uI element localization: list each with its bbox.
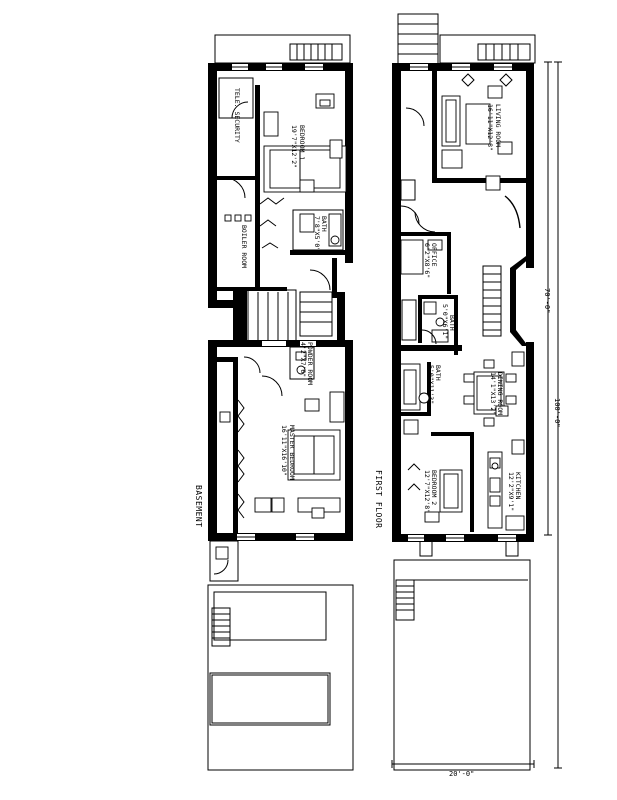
first-floor-title: FIRST FLOOR (374, 470, 383, 528)
label-bath-1: BATH (448, 315, 456, 331)
label-bath-2: BATH (434, 365, 442, 381)
basement-right-wall-lower (345, 347, 353, 540)
basement-rear-garden (207, 584, 354, 771)
stoop (397, 13, 439, 65)
label-kitchen-dims: 12'2"X9'1" (507, 472, 515, 511)
room-labels: TELE. SECURITY BEDROOM 1 19'7"X12'2" BOI… (194, 88, 561, 778)
dim-total-length: 100'-0" (553, 398, 561, 428)
front-areaway (214, 34, 351, 64)
first-left-wall-lower (392, 350, 401, 542)
dim-width: 20'-0" (449, 770, 474, 778)
basement-rear-wall (208, 533, 353, 541)
stair-core-wall (233, 290, 247, 340)
first-floor-plan (392, 13, 536, 771)
main-stair (482, 265, 502, 337)
label-bedroom-2: BEDROOM 2 (430, 470, 438, 505)
first-left-wall-upper (392, 63, 401, 346)
label-master-bedroom: MASTER BEDROOM (288, 425, 296, 480)
label-bedroom-1: BEDROOM 1 (298, 125, 306, 160)
label-basement-bath: BATH (320, 216, 328, 232)
basement-left-wall-upper (208, 63, 217, 303)
dimension-lines (391, 61, 562, 769)
label-dining-room: DINING ROOM (496, 372, 504, 415)
basement-plan (207, 34, 354, 771)
label-bath-2-dims: 5'0"X11'3" (427, 365, 435, 404)
basement-bath (292, 209, 344, 251)
label-bedroom-2-dims: 12'7"X12'8" (423, 470, 431, 513)
partition-bedroom1 (255, 85, 260, 290)
label-living-room: LIVING ROOM (494, 104, 502, 147)
basement-right-wall-upper (345, 63, 353, 263)
label-basement-bath-dims: 7'8"X5'0" (313, 216, 321, 251)
label-master-bedroom-dims: 16'11"X16'10" (280, 425, 288, 476)
dim-upper-length: 70'-0" (543, 288, 551, 313)
label-kitchen: KITCHEN (514, 472, 522, 499)
label-office: OFFICE (430, 243, 438, 267)
label-boiler-room: BOILER ROOM (240, 225, 248, 268)
label-bedroom-1-dims: 19'7"X12'2" (290, 125, 298, 168)
label-living-room-dims: 16'11"X12'8" (486, 104, 494, 151)
first-right-wall-upper (526, 63, 534, 268)
label-tele-security: TELE. SECURITY (233, 88, 241, 143)
label-bath-1-dims: 5'0"X6'1" (441, 304, 449, 339)
label-dining-room-dims: 14'1"X13'2" (489, 372, 497, 415)
label-office-dims: 6'2"X8'6" (423, 243, 431, 278)
areaway-steps (289, 43, 343, 61)
label-powder-room-dims: 4'2"X7'6" (299, 342, 307, 377)
basement-left-wall-lower (208, 347, 217, 540)
first-right-wall-lower (526, 342, 534, 542)
first-rear-garden (393, 559, 531, 771)
basement-title: BASEMENT (194, 485, 203, 528)
label-powder-room: POWDER ROOM (306, 342, 314, 385)
